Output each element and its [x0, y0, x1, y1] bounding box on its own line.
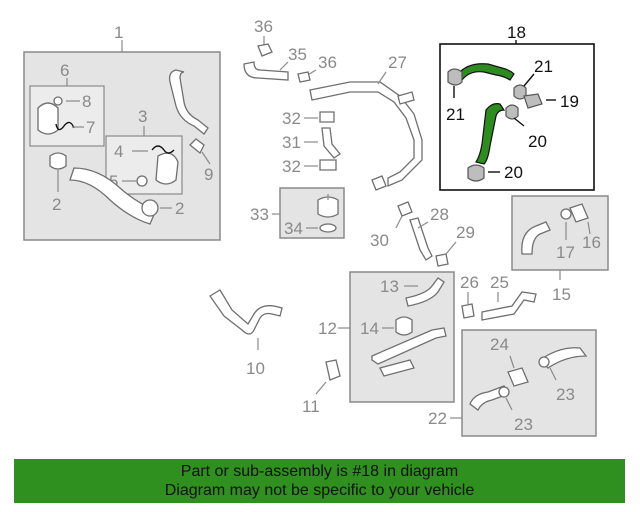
pipe-fittings-31-32: 32 31 32 [282, 109, 341, 176]
callout-7: 7 [86, 118, 95, 137]
callout-11: 11 [302, 397, 320, 416]
callout-23b: 23 [514, 415, 533, 434]
callout-25: 25 [490, 273, 509, 292]
callout-13: 13 [380, 277, 399, 296]
callout-19: 19 [560, 92, 579, 111]
coolant-pipe-assembly: 36 35 36 27 [243, 17, 423, 191]
hose-lower-highlight [475, 103, 506, 165]
callout-15: 15 [552, 285, 571, 304]
callout-14: 14 [360, 319, 379, 338]
callout-21a: 21 [446, 105, 465, 124]
callout-32a: 32 [282, 109, 301, 128]
callout-22: 22 [428, 409, 447, 428]
callout-2b: 2 [175, 199, 184, 218]
callout-8: 8 [82, 92, 91, 111]
callout-16: 16 [582, 233, 601, 252]
callout-32b: 32 [282, 157, 301, 176]
callout-1: 1 [114, 23, 123, 42]
callout-34: 34 [284, 219, 303, 238]
panel-1: 1 6 8 7 3 4 5 9 2 2 [23, 23, 221, 241]
callout-6: 6 [60, 61, 69, 80]
callout-31: 31 [282, 133, 301, 152]
panel-15: 16 17 15 [511, 195, 609, 304]
callout-20b: 20 [504, 163, 523, 182]
footer-line-2: Diagram may not be specific to your vehi… [164, 482, 475, 499]
callout-26: 26 [460, 273, 479, 292]
callout-30: 30 [370, 231, 389, 250]
parts-25-26: 26 25 [460, 273, 537, 321]
footer-line-1: Part or sub-assembly is #18 in diagram [180, 463, 459, 480]
callout-3: 3 [138, 107, 147, 126]
callout-18: 18 [507, 23, 526, 42]
callout-9: 9 [204, 165, 213, 184]
callout-35: 35 [288, 45, 307, 64]
callout-36a: 36 [254, 17, 273, 36]
callout-5: 5 [109, 172, 118, 191]
parts-diagram: 1 6 8 7 3 4 5 9 2 2 [23, 17, 609, 437]
callout-21b: 21 [534, 57, 553, 76]
footer-banner: Part or sub-assembly is #18 in diagram D… [14, 459, 625, 503]
panel-12: 12 13 14 [318, 271, 455, 403]
panel-33: 33 34 [250, 187, 345, 239]
callout-2a: 2 [52, 195, 61, 214]
panel-18: 18 21 21 19 20 20 [439, 23, 595, 191]
callout-33: 33 [250, 205, 269, 224]
callout-4: 4 [114, 142, 123, 161]
panel-22: 22 24 23 23 [428, 329, 597, 437]
callout-36b: 36 [318, 53, 337, 72]
callout-10: 10 [246, 359, 265, 378]
callout-23a: 23 [556, 385, 575, 404]
callout-17: 17 [556, 243, 575, 262]
callout-27: 27 [388, 53, 407, 72]
hose-upper-highlight [457, 63, 515, 82]
parts-28-29-30: 30 28 29 [370, 201, 475, 267]
callout-24: 24 [490, 335, 509, 354]
callout-29: 29 [456, 223, 475, 242]
callout-12: 12 [318, 319, 337, 338]
parts-10-11: 10 11 [209, 289, 341, 416]
callout-20a: 20 [528, 132, 547, 151]
callout-28: 28 [430, 205, 449, 224]
